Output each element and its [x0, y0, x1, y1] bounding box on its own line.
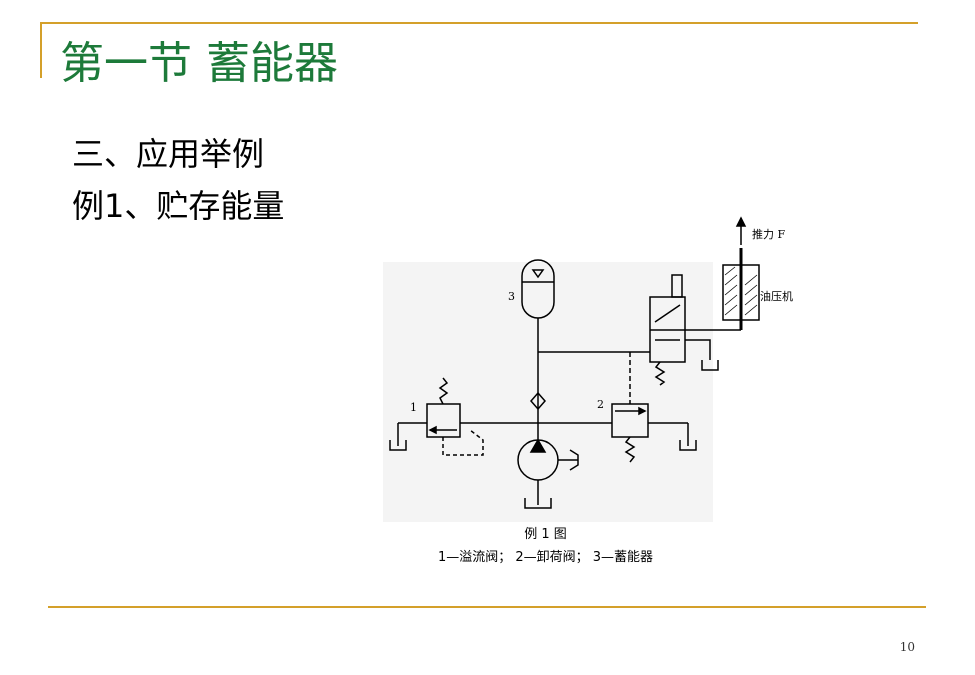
bottom-rule	[48, 606, 926, 608]
label-3: 3	[508, 290, 515, 303]
force-label: 推力 F	[752, 227, 785, 241]
page-number: 10	[899, 640, 915, 654]
figure-background	[383, 262, 713, 522]
example-heading: 例1、贮存能量	[72, 187, 285, 225]
check-valve	[530, 391, 546, 411]
relief-valve-1	[426, 403, 461, 438]
section-heading: 三、应用举例	[72, 135, 265, 173]
figure-caption-legend: 1—溢流阀； 2—卸荷阀； 3—蓄能器	[437, 550, 654, 565]
label-1: 1	[410, 401, 417, 414]
left-rule	[40, 22, 42, 78]
top-rule	[40, 22, 918, 24]
label-2: 2	[597, 398, 604, 411]
accumulator-3	[521, 259, 555, 319]
figure-caption-title: 例 1 图	[524, 527, 567, 542]
unloading-valve-2	[611, 403, 649, 438]
slide-title: 第一节 蓄能器	[60, 38, 338, 89]
press-label: 油压机	[760, 289, 793, 303]
